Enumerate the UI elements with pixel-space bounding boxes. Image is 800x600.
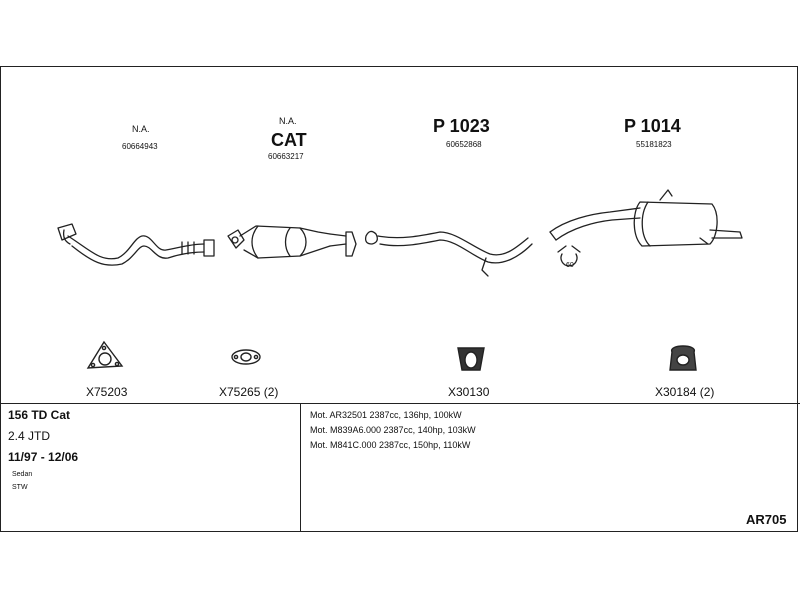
clamp-label: 60	[566, 262, 574, 269]
vehicle-engine: 2.4 JTD	[8, 429, 51, 443]
diagram-frame	[0, 66, 798, 532]
clamp-icon	[557, 245, 581, 267]
col1-status: N.A.	[132, 124, 150, 134]
rubber-mount-icon	[457, 347, 485, 371]
col4-part-number: 55181823	[636, 140, 672, 149]
vehicle-body-2: STW	[12, 484, 28, 491]
motor-spec-3: Mot. M841C.000 2387cc, 150hp, 110kW	[310, 440, 471, 450]
fitting-code-3: X30130	[448, 385, 490, 399]
vehicle-body-1: Sedan	[12, 471, 33, 478]
col3-label: P 1023	[433, 116, 490, 136]
vehicle-years: 11/97 - 12/06	[8, 450, 79, 464]
col1-part-number: 60664943	[122, 142, 158, 151]
divider-vertical	[300, 403, 301, 532]
col2-status: N.A.	[279, 116, 297, 126]
motor-spec-2: Mot. M839A6.000 2387cc, 140hp, 103kW	[310, 425, 476, 435]
reference-code: AR705	[746, 512, 787, 527]
triangle-gasket-icon	[86, 340, 124, 369]
fitting-code-2: X75265 (2)	[219, 385, 279, 399]
col2-part-number: 60663217	[268, 152, 304, 161]
fitting-code-1: X75203	[86, 385, 128, 399]
motor-spec-1: Mot. AR32501 2387cc, 136hp, 100kW	[310, 410, 462, 420]
vehicle-model: 156 TD Cat	[8, 408, 71, 422]
catalytic-converter	[227, 225, 357, 259]
col4-label: P 1014	[624, 116, 681, 136]
col3-part-number: 60652868	[446, 140, 482, 149]
divider-horizontal	[0, 403, 800, 404]
fitting-code-4: X30184 (2)	[655, 385, 715, 399]
rubber-hanger-icon	[669, 345, 697, 371]
oval-gasket-icon	[231, 349, 261, 365]
middle-pipe	[364, 230, 533, 277]
rear-silencer	[549, 189, 743, 247]
front-pipe	[57, 223, 215, 266]
col2-label: CAT	[271, 130, 307, 150]
